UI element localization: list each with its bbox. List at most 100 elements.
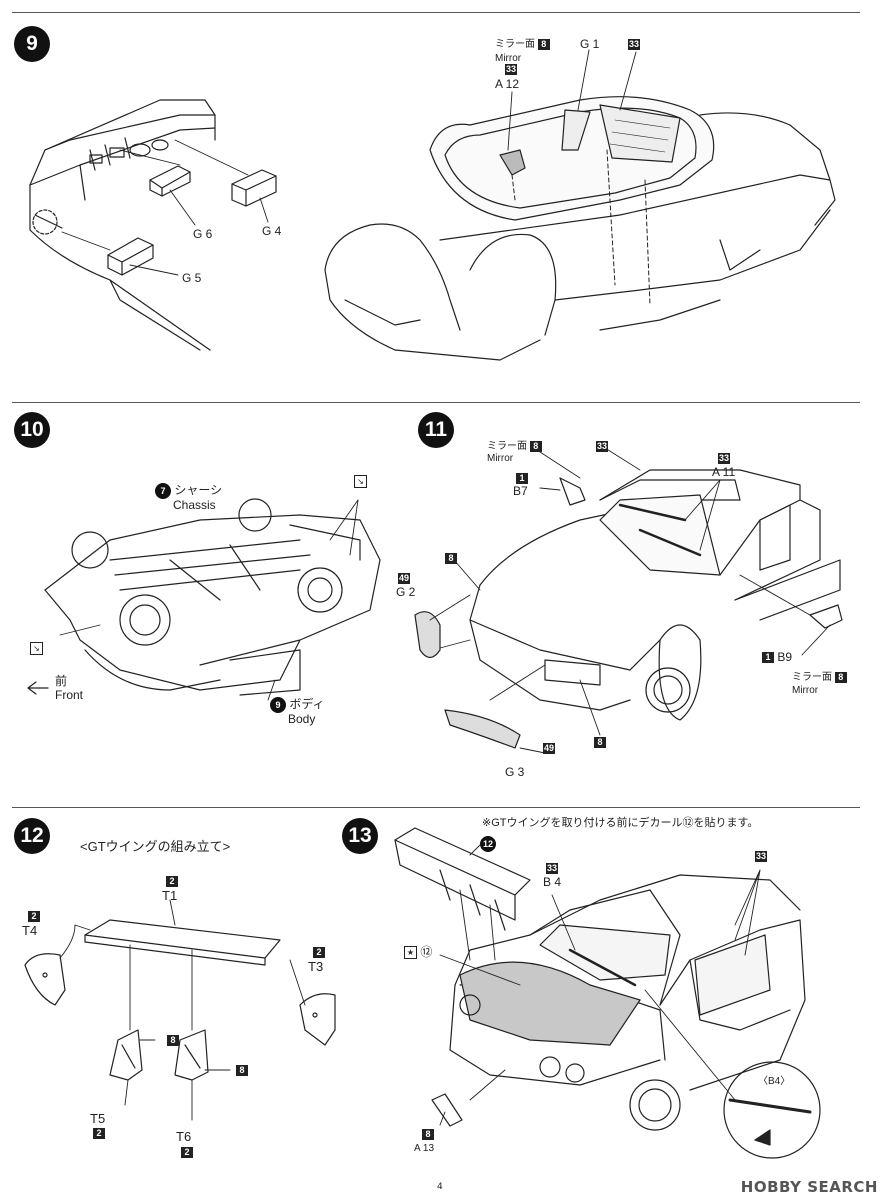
g2-lens-11 bbox=[414, 611, 441, 659]
g6-lens bbox=[149, 165, 191, 197]
front-car-drawing bbox=[469, 469, 841, 721]
decal-label: ★ ⑫ bbox=[404, 945, 433, 960]
label-t1: T1 bbox=[162, 888, 178, 903]
step9-leaders bbox=[61, 139, 269, 276]
label-b7: B7 bbox=[513, 484, 528, 498]
wiper-b4 bbox=[568, 948, 637, 987]
step13-leaders bbox=[439, 844, 761, 1126]
rear-body-drawing bbox=[29, 99, 216, 351]
mirror2-code: 8 bbox=[834, 671, 847, 683]
mirror-label-11: ミラー面 8 bbox=[487, 440, 542, 453]
chassis-en: Chassis bbox=[173, 498, 216, 512]
code33-box: 33 bbox=[628, 39, 641, 51]
front-en: Front bbox=[55, 688, 84, 702]
t4-code-wrap: 2 bbox=[28, 910, 40, 923]
detail-b4-label: 〈B4〉 bbox=[758, 1076, 791, 1087]
a11-code-wrap: 33 bbox=[718, 452, 731, 465]
gt-wing-title: <GTウイングの組み立て> bbox=[80, 839, 231, 854]
step-12-badge: 12 bbox=[14, 818, 50, 854]
wing-t1 bbox=[84, 919, 281, 966]
mirror-en-9: Mirror bbox=[495, 53, 522, 64]
g2-mirror-code: 8 bbox=[445, 553, 457, 565]
wing-t6 bbox=[174, 1029, 209, 1081]
flip-icon-left: ↘ bbox=[30, 642, 43, 655]
star-icon: ★ bbox=[404, 946, 417, 960]
label-a12: A 12 bbox=[495, 77, 520, 91]
step13-note: ※GTウイングを取り付ける前にデカール⑫を貼ります。 bbox=[482, 817, 759, 829]
rear-car-drawing bbox=[449, 874, 806, 1131]
g5-lens bbox=[107, 237, 154, 276]
a13-code-wrap: 8 bbox=[422, 1128, 434, 1141]
a11-code: 33 bbox=[718, 453, 731, 465]
body-label: 9 ボディ bbox=[270, 697, 325, 713]
plate-a13 bbox=[431, 1093, 463, 1127]
label-t3: T3 bbox=[308, 959, 324, 974]
a13-code: 8 bbox=[422, 1129, 434, 1141]
body-shell-drawing bbox=[324, 112, 836, 361]
b9-code: 1 bbox=[762, 652, 774, 664]
t5-code: 2 bbox=[93, 1128, 105, 1140]
b7-code: 1 bbox=[516, 473, 528, 485]
rule-top bbox=[12, 12, 860, 13]
g2-code: 49 bbox=[398, 573, 411, 585]
t5-code-wrap: 2 bbox=[93, 1127, 105, 1140]
label-g1: G 1 bbox=[580, 37, 600, 51]
mirror2-jp: ミラー面 bbox=[792, 672, 832, 683]
t3-code-wrap: 2 bbox=[313, 946, 325, 959]
label-t5: T5 bbox=[90, 1111, 106, 1126]
g3-code: 49 bbox=[543, 743, 556, 755]
rule-1 bbox=[12, 402, 860, 403]
pillar-code: 33 bbox=[755, 851, 768, 863]
chassis-jp: シャーシ bbox=[174, 483, 223, 498]
grille-code: 8 bbox=[594, 737, 606, 749]
t6-code-wrap: 2 bbox=[181, 1146, 193, 1159]
label-g2: G 2 bbox=[396, 585, 416, 599]
g4-lens bbox=[231, 169, 277, 207]
t1-code: 2 bbox=[166, 876, 178, 888]
g2-mirror-code-wrap: 8 bbox=[445, 552, 457, 565]
code33-window: 33 bbox=[628, 38, 641, 51]
t4-code: 2 bbox=[28, 911, 40, 923]
front-arrow bbox=[27, 681, 49, 695]
g3-lens-11 bbox=[444, 709, 521, 749]
step-11-badge: 11 bbox=[418, 412, 454, 448]
step-13-badge: 13 bbox=[342, 818, 378, 854]
mirror-jp-9: ミラー面 bbox=[495, 39, 535, 50]
flip-icon-top: ↘ bbox=[354, 475, 367, 488]
stay-code2: 8 bbox=[236, 1065, 248, 1077]
b4-code-wrap: 33 bbox=[546, 862, 559, 875]
b7-code-wrap: 1 bbox=[516, 472, 528, 485]
chassis-label: 7 シャーシ bbox=[155, 483, 222, 499]
label-g3: G 3 bbox=[505, 765, 525, 779]
wiper-code: 33 bbox=[596, 441, 609, 453]
step11-leaders bbox=[429, 447, 831, 754]
decal-num: ⑫ bbox=[420, 945, 433, 959]
chassis-drawing bbox=[44, 498, 381, 696]
mirror-b7 bbox=[559, 477, 586, 506]
body-step-ref: 9 bbox=[270, 697, 286, 713]
wing-on-car bbox=[394, 827, 531, 961]
wing-ref: 12 bbox=[480, 836, 496, 852]
label-t4: T4 bbox=[22, 923, 38, 938]
label-t6: T6 bbox=[176, 1129, 192, 1144]
pillar-code-wrap: 33 bbox=[755, 850, 768, 863]
step9-dashes bbox=[511, 149, 651, 306]
wing-t3 bbox=[299, 993, 336, 1046]
window-frame bbox=[429, 96, 715, 221]
detail-b4-circle bbox=[723, 1061, 821, 1159]
label-a13: A 13 bbox=[414, 1143, 435, 1154]
mirror-label-9: ミラー面 8 bbox=[495, 38, 550, 51]
g2-code-wrap: 49 bbox=[398, 572, 411, 585]
watermark: HOBBY SEARCH bbox=[740, 1178, 878, 1196]
mirror-en-11: Mirror bbox=[487, 453, 514, 464]
label-a11: A 11 bbox=[712, 465, 736, 479]
t3-code: 2 bbox=[313, 947, 325, 959]
step-10-badge: 10 bbox=[14, 412, 50, 448]
a12-code-wrap: 33 bbox=[505, 63, 518, 76]
wing-t5 bbox=[109, 1029, 143, 1081]
mirror2-label: ミラー面 8 bbox=[792, 671, 847, 684]
t1-code-wrap: 2 bbox=[166, 875, 178, 888]
step12-leaders bbox=[59, 899, 306, 1121]
stay-code1: 8 bbox=[167, 1035, 179, 1047]
stay-code2-wrap: 8 bbox=[236, 1064, 248, 1077]
